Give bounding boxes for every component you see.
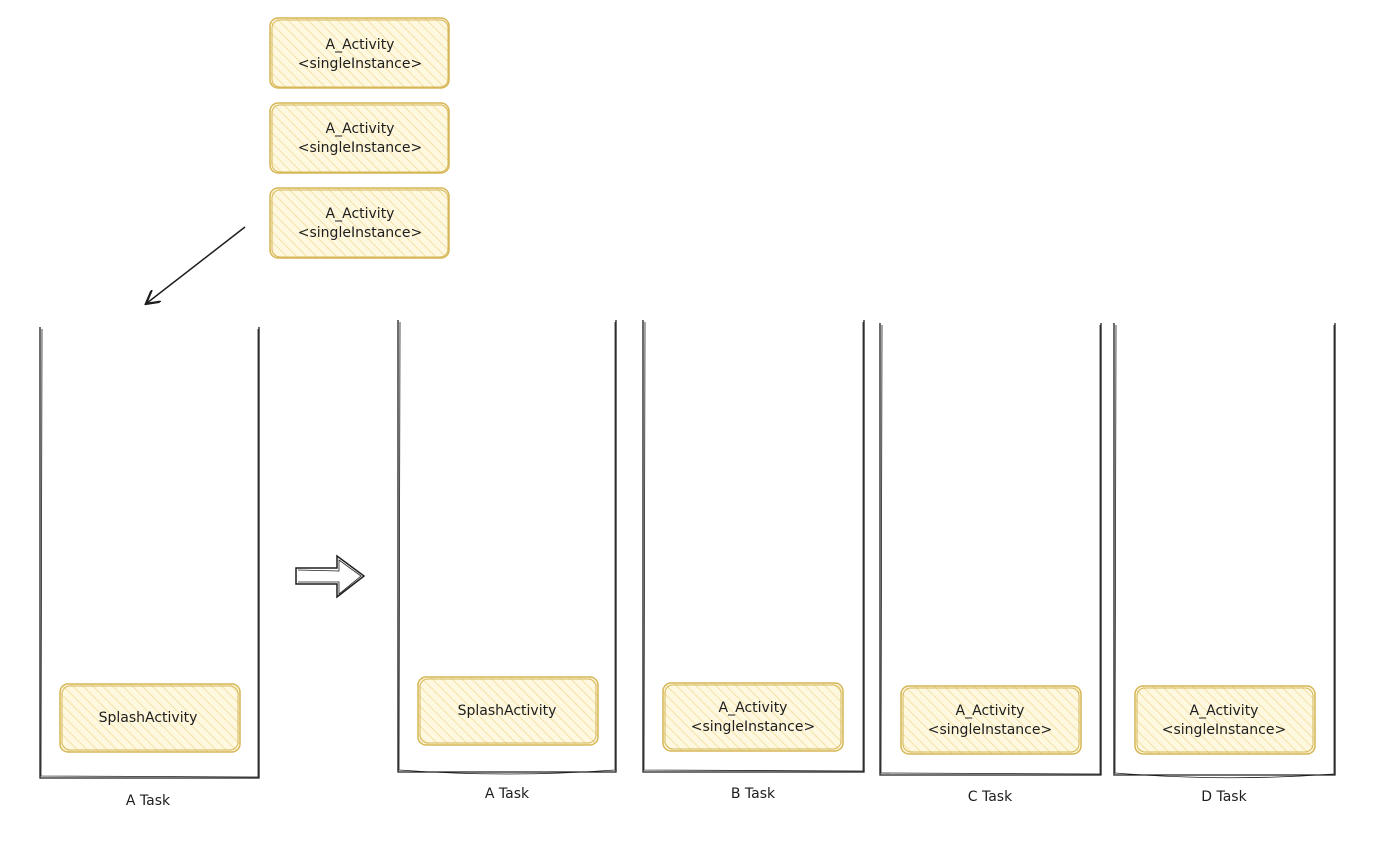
after-task-a-activity: SplashActivity — [417, 676, 599, 746]
push-arrow — [147, 226, 246, 303]
after-task-d-activity: A_Activity <singleInstance> — [1134, 685, 1316, 755]
incoming-activity-2-name: A_Activity — [326, 121, 395, 137]
incoming-activity-1-mode: <singleInstance> — [298, 56, 422, 72]
incoming-activity-1: A_Activity <singleInstance> — [269, 17, 450, 89]
after-task-d-activity-name: A_Activity — [1190, 703, 1259, 719]
incoming-activity-1-name: A_Activity — [326, 37, 395, 53]
after-task-a-activity-name: SplashActivity — [458, 703, 557, 719]
incoming-activity-2-mode: <singleInstance> — [298, 140, 422, 156]
after-task-a-label: A Task — [485, 786, 530, 802]
after-task-d-activity-mode: <singleInstance> — [1162, 722, 1286, 738]
after-task-d-stack — [1113, 323, 1336, 779]
after-task-b-stack — [642, 320, 865, 773]
before-task-label: A Task — [126, 793, 171, 809]
after-task-c-activity-mode: <singleInstance> — [928, 722, 1052, 738]
before-splash-activity-name: SplashActivity — [99, 710, 198, 726]
incoming-activity-3: A_Activity <singleInstance> — [269, 187, 450, 259]
after-task-b-activity-name: A_Activity — [719, 700, 788, 716]
transition-arrow-icon — [295, 554, 366, 599]
after-task-b-label: B Task — [731, 786, 776, 802]
after-task-b-activity-mode: <singleInstance> — [691, 719, 815, 735]
after-task-a-stack — [397, 320, 617, 775]
incoming-activity-3-name: A_Activity — [326, 206, 395, 222]
after-task-c-label: C Task — [968, 789, 1013, 805]
after-task-c-stack — [879, 323, 1102, 776]
before-task-stack — [39, 327, 260, 779]
before-splash-activity: SplashActivity — [59, 683, 241, 753]
after-task-d-label: D Task — [1201, 789, 1247, 805]
after-task-c-activity: A_Activity <singleInstance> — [900, 685, 1082, 755]
incoming-activity-2: A_Activity <singleInstance> — [269, 102, 450, 174]
after-task-b-activity: A_Activity <singleInstance> — [662, 682, 844, 752]
incoming-activity-3-mode: <singleInstance> — [298, 225, 422, 241]
after-task-c-activity-name: A_Activity — [956, 703, 1025, 719]
